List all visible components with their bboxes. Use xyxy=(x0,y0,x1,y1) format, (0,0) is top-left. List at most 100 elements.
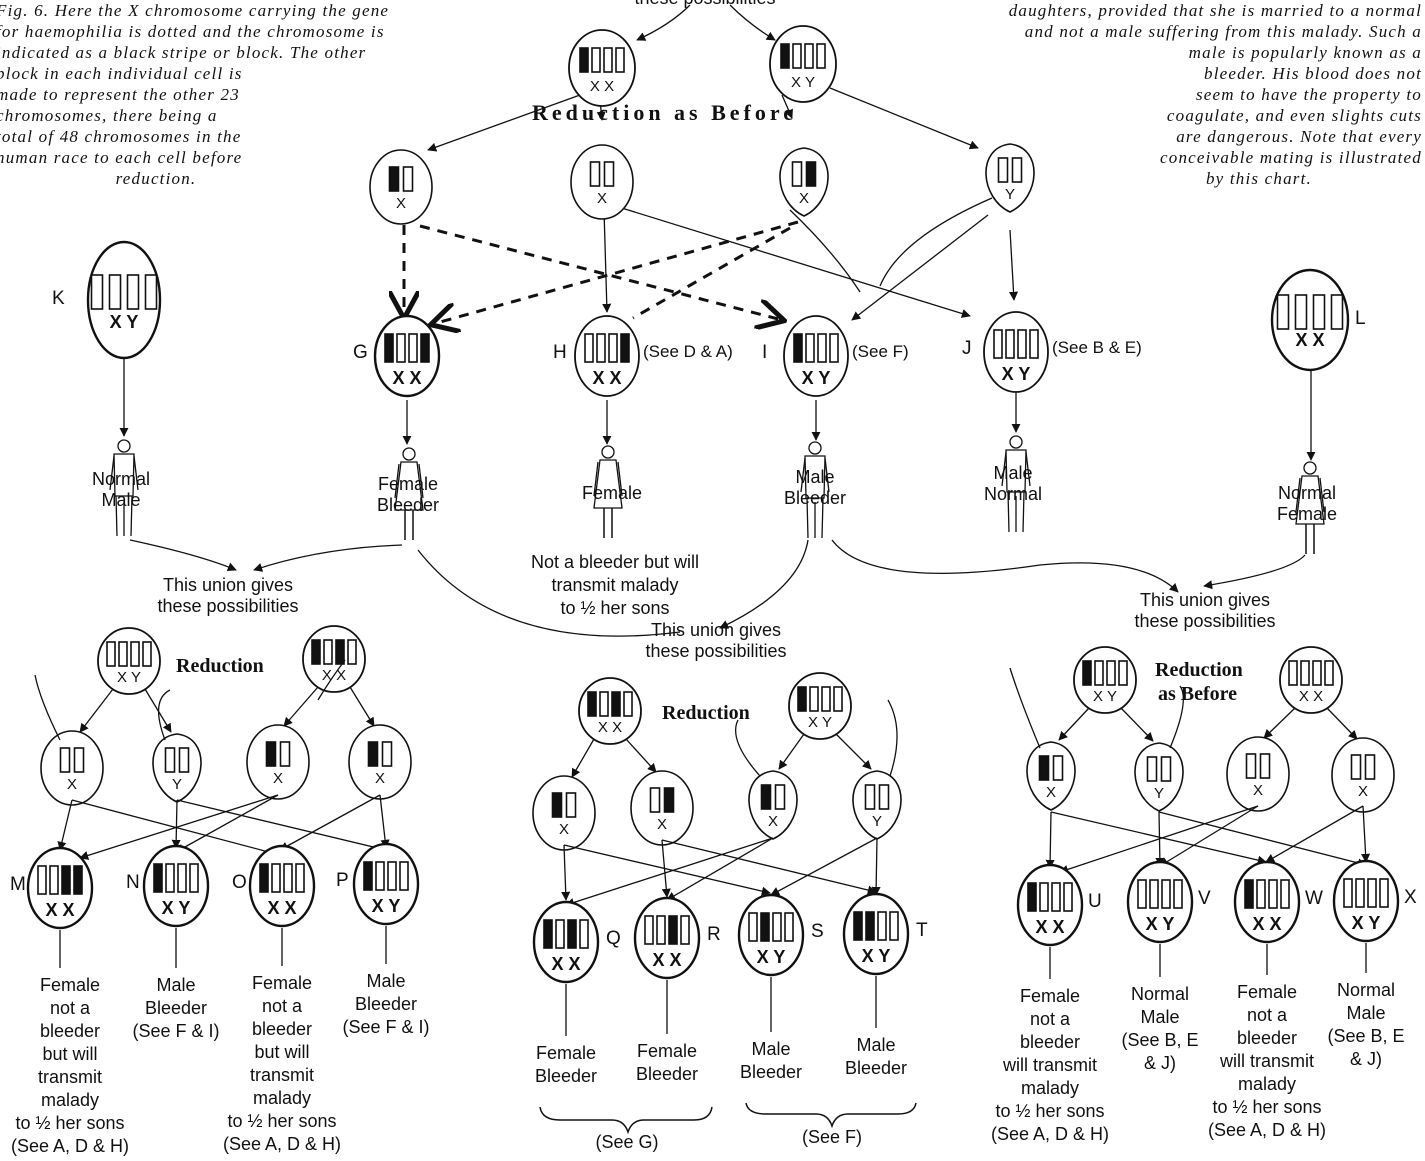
offspring-u-bar-4 xyxy=(1063,882,1073,912)
person-female-carrier-arm-left xyxy=(593,461,599,497)
individual-j-chromosome-label: X Y xyxy=(1001,364,1031,384)
person-male-bleeder xyxy=(800,441,830,539)
group-left-gamete-3-bar-2 xyxy=(279,741,291,767)
group-center-cross-4 xyxy=(661,839,877,895)
parent-k-letter: K xyxy=(52,288,65,309)
group-left-tail-extra-2 xyxy=(317,659,346,701)
group-right-cell-1-bar-1 xyxy=(1082,660,1092,686)
offspring-m-bar-3 xyxy=(61,865,71,895)
heading-reduction-left: Reduction xyxy=(176,655,264,677)
group-right-gamete-2-tail xyxy=(1169,685,1184,749)
person-normal-male-arm-left xyxy=(109,455,115,491)
top-cell-left-bar-3 xyxy=(603,47,613,73)
person-male-normal-torso xyxy=(1005,449,1027,493)
top-cell-right-bar-3 xyxy=(804,43,814,69)
parent-l-bar-2 xyxy=(1294,294,1308,330)
person-normal-female xyxy=(1295,461,1325,554)
group-left-gamete-1-outline xyxy=(40,730,104,806)
group-right-gamete-4-letter: X xyxy=(1357,783,1369,800)
group-center-gamete-4-letter: Y xyxy=(871,813,883,830)
offspring-s-bar-4 xyxy=(784,912,794,942)
group-left-gamete-3-bar-1 xyxy=(265,741,277,767)
group-left-cell-2-bar-1 xyxy=(311,639,321,665)
group-left-cell-1-bar-1 xyxy=(106,641,116,667)
top-cell-left-bar-1 xyxy=(579,47,589,73)
top-gamete-3-letter: X xyxy=(798,190,810,207)
person-male-normal-head xyxy=(1009,435,1023,449)
group-center xyxy=(532,672,910,1036)
top-gamete-2-letter: X xyxy=(596,190,608,207)
group-right xyxy=(1009,646,1400,979)
group-left-cell-1-bar-2 xyxy=(118,641,128,667)
top-gamete-4-tail xyxy=(879,197,993,287)
group-right-gamete-2-bar-2 xyxy=(1160,756,1172,782)
caption-left-line-5: made to represent the other 23 xyxy=(0,85,240,104)
top-gamete-3-bar-2 xyxy=(805,161,817,187)
offspring-x-bar-3 xyxy=(1367,878,1377,908)
top-gametes xyxy=(369,143,1035,293)
offspring-q-bar-1 xyxy=(543,919,553,949)
group-left-arrow-4 xyxy=(349,686,375,727)
group-center-cell-2-bar-2 xyxy=(809,686,819,712)
parent-k-bar-1 xyxy=(90,274,104,310)
offspring-p-bar-2 xyxy=(375,861,385,891)
group-left-cell-2-bar-4 xyxy=(347,639,357,665)
person-figures xyxy=(109,435,1325,554)
group-left-gamete-1-bar-2 xyxy=(73,747,85,773)
individual-h-bar-3 xyxy=(608,333,618,363)
individual-h-letter: H xyxy=(553,342,567,363)
group-center-cell-2-bar-4 xyxy=(833,686,843,712)
offspring-p-bar-1 xyxy=(363,861,373,891)
group-right-gamete-1-letter: X xyxy=(1045,784,1057,801)
individual-h-bar-4 xyxy=(620,333,630,363)
offspring-t-bar-3 xyxy=(877,911,887,941)
group-center-arrow-1 xyxy=(571,738,595,778)
group-right-cross-2 xyxy=(1050,811,1267,865)
person-male-bleeder-head xyxy=(808,441,822,455)
group-left-cell-2-chromosome-label: X X xyxy=(321,667,347,684)
caption-left-line-3: indicated as a black stripe or block. Th… xyxy=(0,43,367,62)
group-center-cell-1-bar-4 xyxy=(623,691,633,717)
group-right-gamete-1-tail xyxy=(1009,667,1041,749)
group-left-cross-4 xyxy=(176,799,387,853)
individual-j-reference: (See B & E) xyxy=(1052,338,1142,357)
dashed-inheritance-lines xyxy=(404,220,799,324)
person-normal-male xyxy=(109,439,139,537)
group-left-cell-1-chromosome-label: X Y xyxy=(117,669,141,686)
person-female-bleeder-dress xyxy=(394,461,424,511)
offspring-n-chromosome-label: X Y xyxy=(161,898,191,918)
group-left-gamete-2-bar-1 xyxy=(164,747,176,773)
caption-right-line-2: and not a male suffering from this malad… xyxy=(1024,22,1422,41)
caption-left-line-6: chromosomes, there being a xyxy=(0,106,218,125)
group-center-cell-2-chromosome-label: X Y xyxy=(808,714,832,731)
group-left-gamete-4-bar-1 xyxy=(367,741,379,767)
group-center-gamete-4-tail xyxy=(887,699,898,777)
parent-l-bar-3 xyxy=(1312,294,1326,330)
individual-h-reference: (See D & A) xyxy=(643,342,733,361)
group-right-cell-1-chromosome-label: X Y xyxy=(1093,688,1117,705)
person-female-bleeder-arm-left xyxy=(394,463,400,499)
group-right-cell-1-bar-4 xyxy=(1118,660,1128,686)
group-left xyxy=(26,625,420,968)
group-left-cross-7 xyxy=(279,794,381,851)
offspring-q-bar-4 xyxy=(579,919,589,949)
top-cell-right-bar-2 xyxy=(792,43,802,69)
offspring-s-chromosome-label: X Y xyxy=(756,947,786,967)
person-male-normal-legs xyxy=(1007,491,1025,533)
offspring-t-chromosome-label: X Y xyxy=(861,946,891,966)
group-left-cross-3 xyxy=(171,799,181,849)
offspring-w-bar-2 xyxy=(1256,879,1266,909)
offspring-q-chromosome-label: X X xyxy=(551,954,581,974)
offspring-p-chromosome-label: X Y xyxy=(371,896,401,916)
caption-left-line-9: reduction. xyxy=(115,169,197,188)
